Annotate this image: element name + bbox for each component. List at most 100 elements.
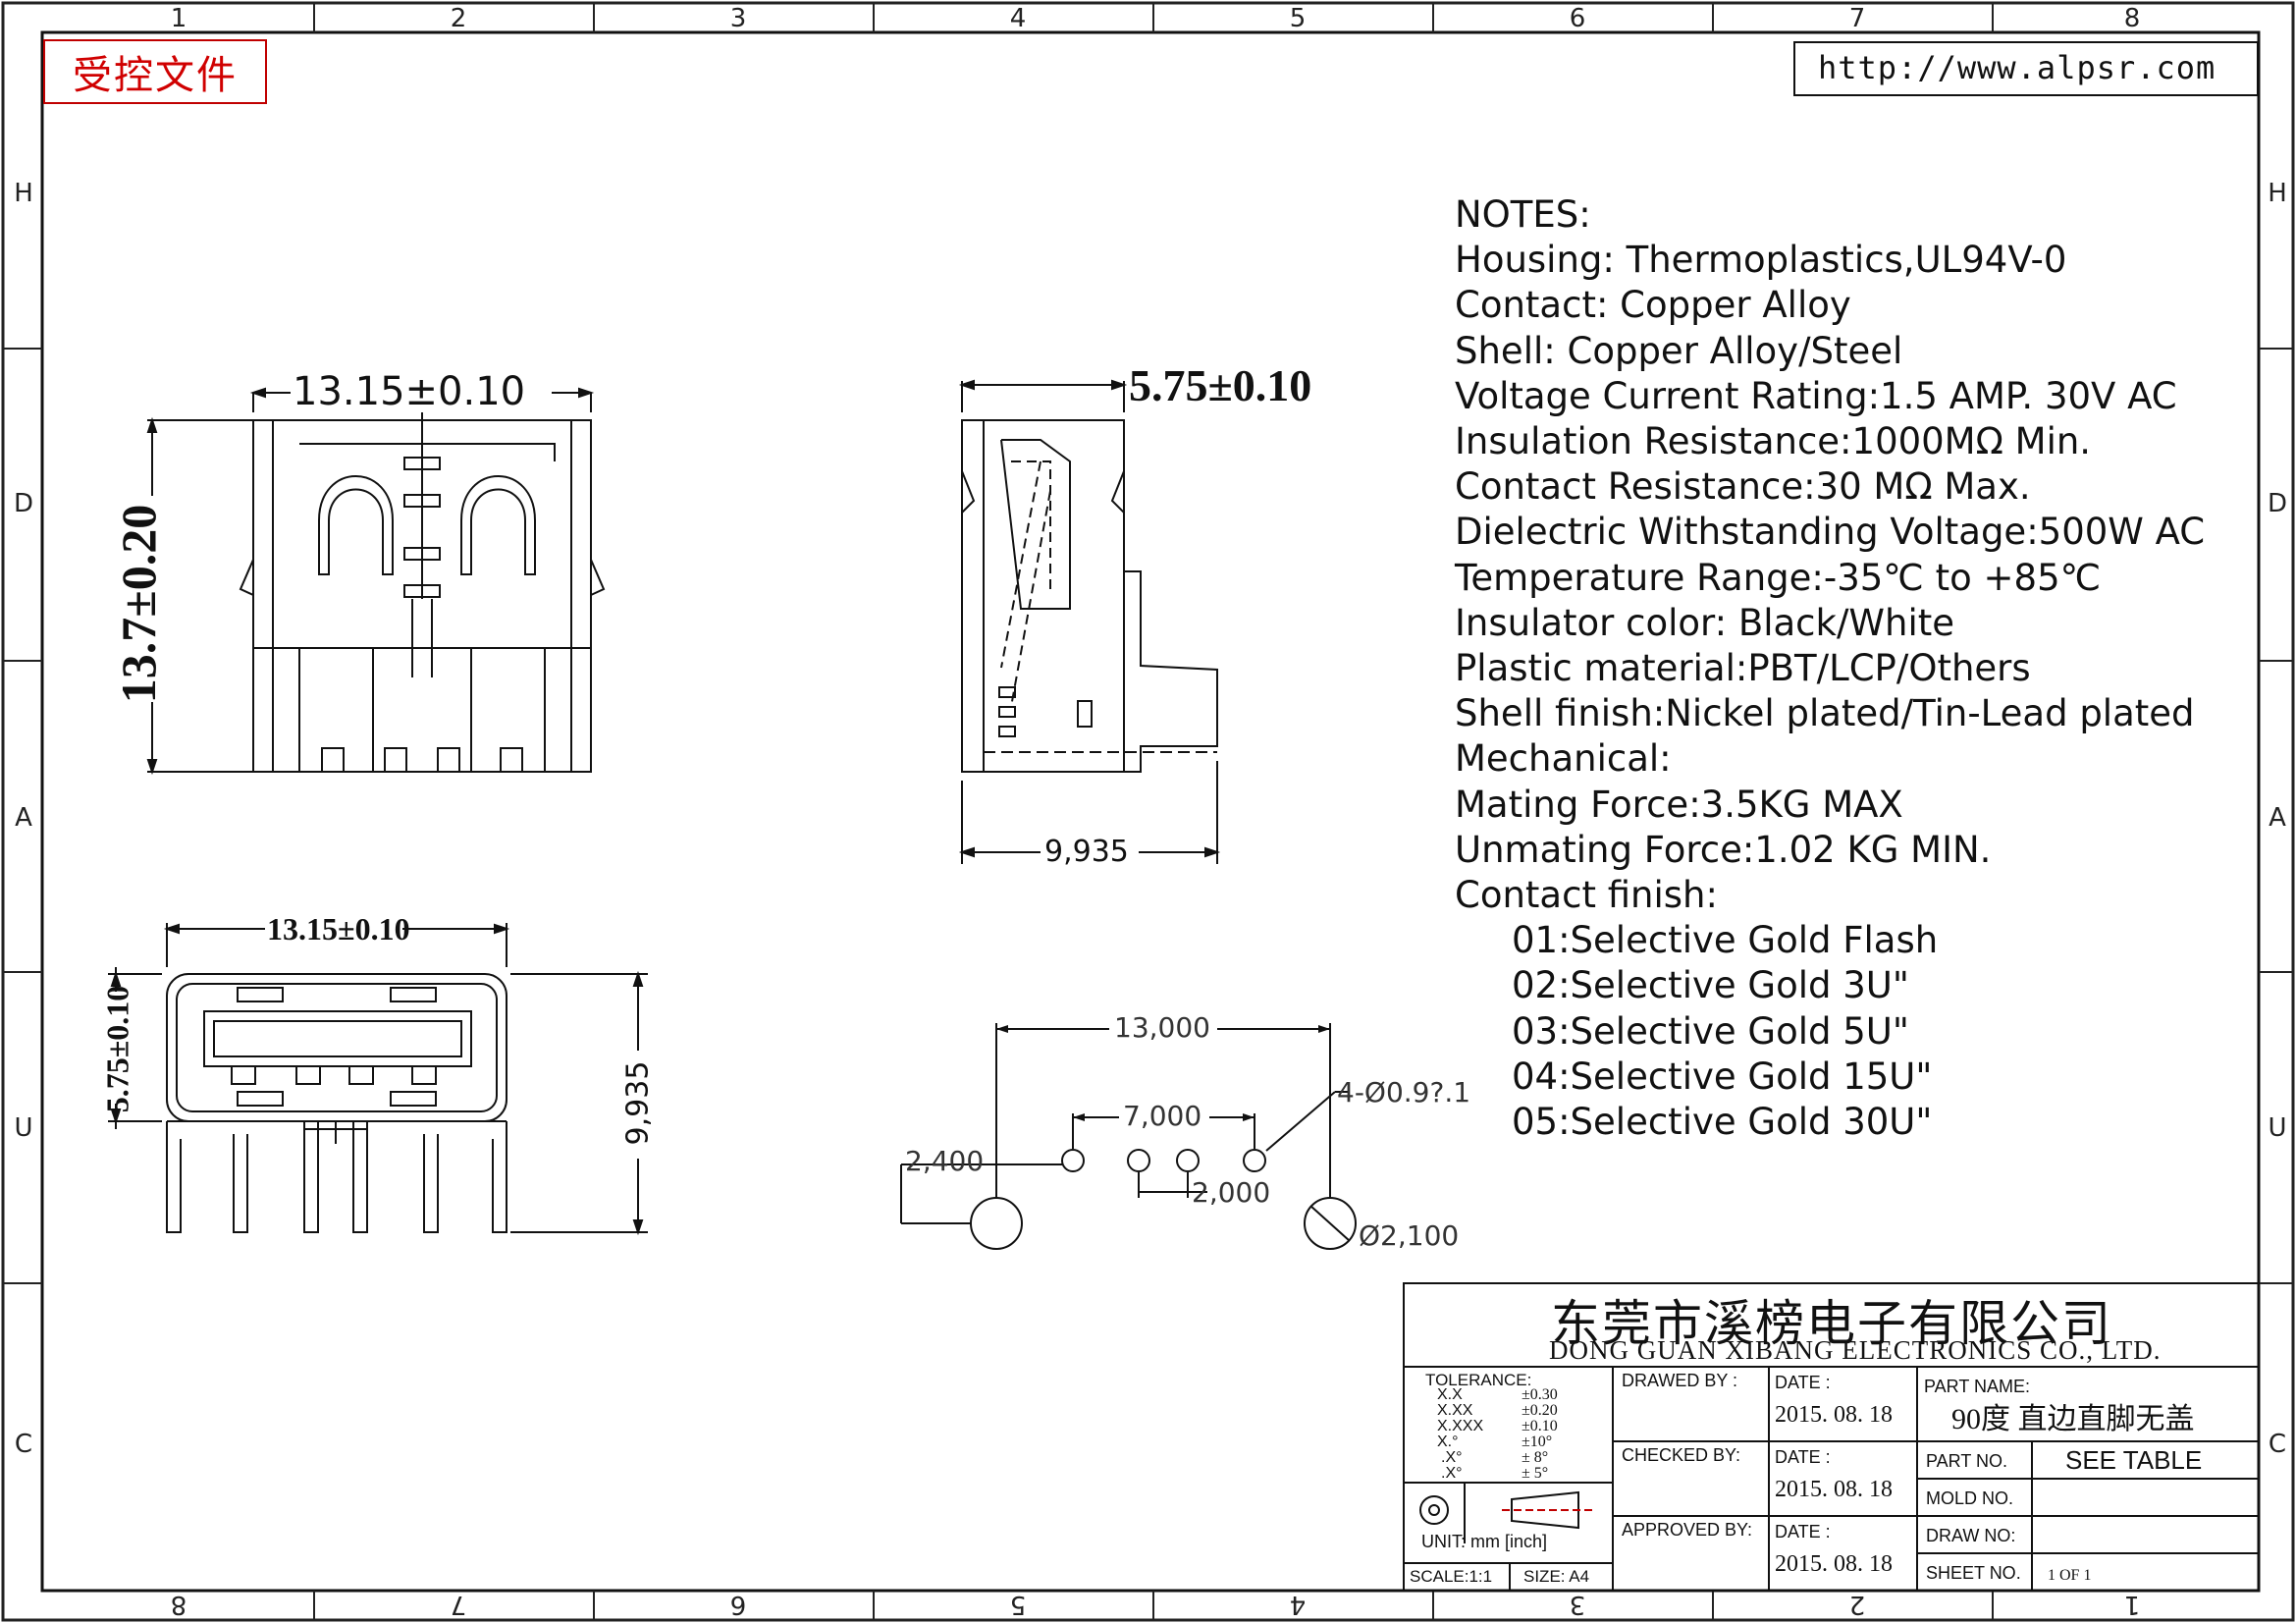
mold-no-label: MOLD NO. <box>1926 1488 2014 1508</box>
zone-label-right: C <box>2268 1430 2287 1459</box>
part-no: SEE TABLE <box>2065 1445 2203 1475</box>
dim-top-height: 13.7±0.20 <box>111 504 166 704</box>
unit-label: UNIT: mm [inch] <box>1421 1532 1548 1551</box>
approved-by-label: APPROVED BY: <box>1622 1520 1753 1540</box>
zone-label-right: D <box>2267 489 2288 518</box>
tolerance-value: ±0.10 <box>1522 1418 1558 1434</box>
dim-front-width: 13.15±0.10 <box>267 911 410 947</box>
zone-label-top: 4 <box>1009 4 1027 33</box>
zone-label-top: 8 <box>2123 4 2141 33</box>
zone-label-top: 2 <box>450 4 467 33</box>
note-line: Shell: Copper Alloy/Steel <box>1455 329 1903 372</box>
finish-option: 03:Selective Gold 5U" <box>1512 1009 1909 1053</box>
finish-option: 01:Selective Gold Flash <box>1512 919 1939 962</box>
pcb-layout <box>900 1023 1357 1250</box>
zone-label-top: 1 <box>170 4 187 33</box>
controlled-document-stamp: 受控文件 <box>43 39 267 104</box>
dim-pcb-spacing: 2,000 <box>1192 1176 1271 1209</box>
checked-by-label: CHECKED BY: <box>1622 1445 1741 1465</box>
tolerance-value: ± 8° <box>1522 1449 1549 1466</box>
dim-pcb-span: 13,000 <box>1114 1011 1210 1044</box>
zone-label-left: C <box>14 1430 33 1459</box>
tolerance-key: X.XX <box>1437 1402 1473 1419</box>
tolerance-value: ±10° <box>1522 1434 1553 1450</box>
zone-label-top: 6 <box>1569 4 1586 33</box>
drawn-by-label: DRAWED BY : <box>1622 1371 1738 1390</box>
zone-label-bottom: 4 <box>1289 1590 1307 1619</box>
zone-label-top: 5 <box>1289 4 1307 33</box>
top-view <box>239 412 606 773</box>
tolerance-value: ±0.30 <box>1522 1386 1558 1403</box>
note-line: Insulation Resistance:1000MΩ Min. <box>1455 420 2092 463</box>
zone-label-left: A <box>15 803 32 833</box>
sheet-value: 1 OF 1 <box>2048 1567 2092 1584</box>
website-url: http://www.alpsr.com <box>1818 49 2216 86</box>
note-line: Contact Resistance:30 MΩ Max. <box>1455 465 2031 509</box>
note-line: Mating Force:3.5KG MAX <box>1455 783 1903 826</box>
zone-label-left: U <box>14 1113 33 1143</box>
note-line: Shell finish:Nickel plated/Tin-Lead plat… <box>1455 692 2195 735</box>
title-block-grid <box>1403 1282 2260 1592</box>
checked-date-label: DATE : <box>1775 1447 1831 1467</box>
dim-top-width: 13.15±0.10 <box>293 369 526 414</box>
note-line: Plastic material:PBT/LCP/Others <box>1455 647 2031 690</box>
zone-label-bottom: 5 <box>1009 1590 1027 1619</box>
tolerance-key: X.XXX <box>1437 1418 1484 1434</box>
note-line: Voltage Current Rating:1.5 AMP. 30V AC <box>1455 374 2177 417</box>
tolerance-value: ±0.20 <box>1522 1402 1558 1419</box>
zone-label-left: D <box>13 489 34 518</box>
zone-label-left: H <box>14 179 33 208</box>
notes-heading: NOTES: <box>1455 193 1591 236</box>
finish-option: 05:Selective Gold 30U" <box>1512 1101 1933 1144</box>
scale-label: SCALE:1:1 <box>1410 1567 1493 1586</box>
drawn-date: 2015. 08. 18 <box>1775 1402 1893 1428</box>
checked-date: 2015. 08. 18 <box>1775 1477 1893 1502</box>
part-name: 90度 直边直脚无盖 <box>1951 1403 2195 1435</box>
dim-front-depth: 9,935 <box>620 1060 656 1146</box>
dim-pcb-offset: 2,400 <box>905 1145 985 1177</box>
dim-pcb-post: Ø2,100 <box>1359 1219 1460 1252</box>
size-label: SIZE: A4 <box>1523 1567 1590 1586</box>
notes-block: NOTES: Housing: Thermoplastics,UL94V-0 C… <box>1455 192 2205 1145</box>
zone-label-right: U <box>2268 1113 2287 1143</box>
note-line: Housing: Thermoplastics,UL94V-0 <box>1455 239 2067 282</box>
zone-label-bottom: 7 <box>450 1590 467 1619</box>
zone-label-bottom: 6 <box>729 1590 747 1619</box>
draw-no-label: DRAW NO: <box>1926 1526 2016 1545</box>
dim-pcb-pitch: 7,000 <box>1123 1100 1202 1132</box>
drawn-date-label: DATE : <box>1775 1373 1831 1392</box>
note-line: Contact: Copper Alloy <box>1455 284 1851 327</box>
finish-option: 04:Selective Gold 15U" <box>1512 1055 1933 1098</box>
part-name-label: PART NAME: <box>1924 1377 2031 1396</box>
approved-date: 2015. 08. 18 <box>1775 1551 1893 1577</box>
approved-date-label: DATE : <box>1775 1522 1831 1542</box>
zone-label-right: A <box>2269 803 2286 833</box>
part-no-label: PART NO. <box>1926 1451 2008 1471</box>
note-line: Insulator color: Black/White <box>1455 601 1955 644</box>
dim-side-width: 5.75±0.10 <box>1129 360 1312 410</box>
zone-label-bottom: 1 <box>2123 1590 2141 1619</box>
company-name-cn: 东莞市溪榜电子有限公司 <box>1551 1296 2112 1351</box>
tolerance-key: .X° <box>1441 1465 1463 1482</box>
note-line: Contact finish: <box>1455 874 1718 917</box>
zone-label-bottom: 8 <box>170 1590 187 1619</box>
sheet-no-label: SHEET NO. <box>1926 1563 2021 1583</box>
note-line: Dielectric Withstanding Voltage:500W AC <box>1455 511 2206 554</box>
tolerance-key: X.° <box>1437 1434 1459 1450</box>
note-line: Temperature Range:-35℃ to +85℃ <box>1455 556 2102 599</box>
note-line: Unmating Force:1.02 KG MIN. <box>1455 828 1992 871</box>
zone-label-right: H <box>2268 179 2287 208</box>
company-name-en: DONG GUAN XIBANG ELECTRONICS CO., LTD. <box>1549 1335 2162 1365</box>
tolerance-key: .X° <box>1441 1449 1463 1466</box>
front-view <box>166 973 507 1233</box>
zone-label-bottom: 2 <box>1848 1590 1866 1619</box>
tolerance-key: X.X <box>1437 1386 1463 1403</box>
tolerance-value: ± 5° <box>1522 1465 1549 1482</box>
note-line: Mechanical: <box>1455 737 1672 781</box>
zone-label-top: 7 <box>1848 4 1866 33</box>
dim-front-height: 5.75±0.10 <box>99 985 135 1113</box>
dim-side-depth: 9,935 <box>1044 835 1129 869</box>
side-view <box>961 419 1218 773</box>
tolerance-label: TOLERANCE: <box>1425 1371 1532 1389</box>
